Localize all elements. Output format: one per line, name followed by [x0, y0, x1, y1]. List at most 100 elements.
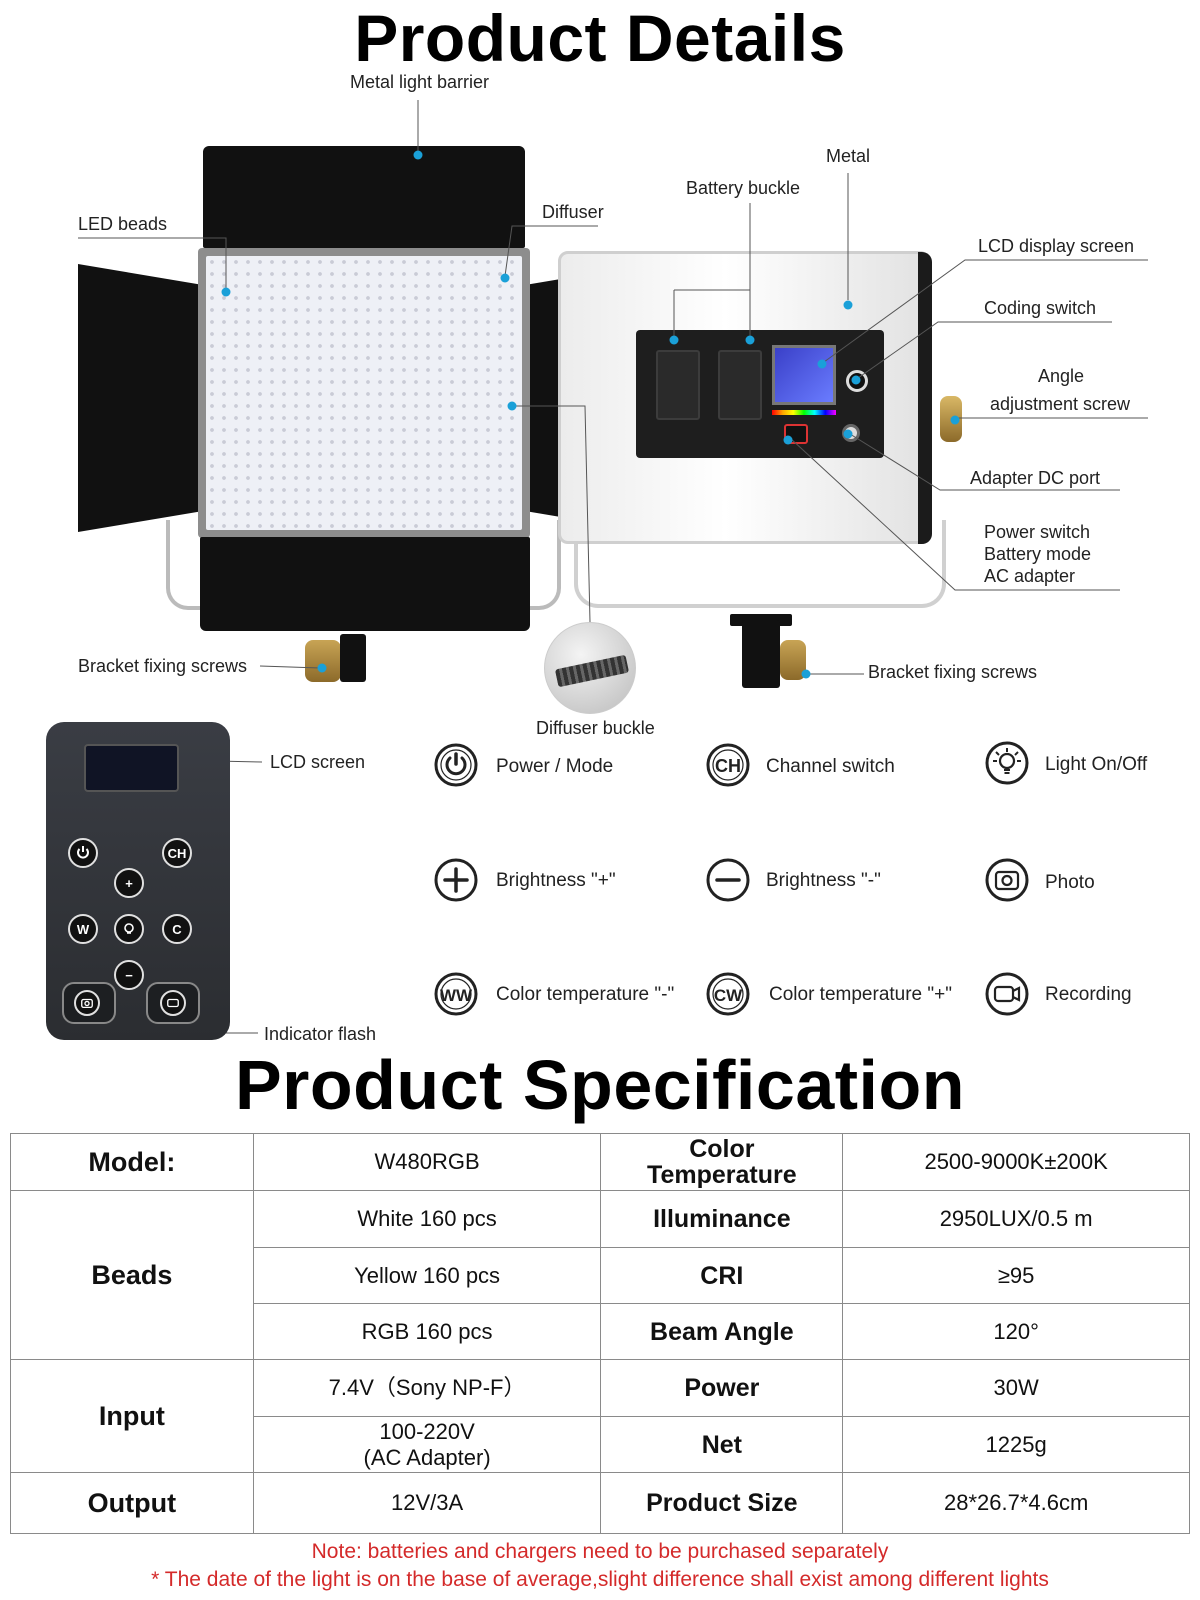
spec-input-ac-line2: (AC Adapter) — [363, 1444, 491, 1470]
spec-beam-angle-value: 120° — [842, 1303, 1190, 1360]
barn-door-bottom — [200, 537, 530, 631]
lcd-display — [772, 345, 836, 405]
callout-metal: Metal — [826, 146, 871, 166]
mount-stud-front — [340, 634, 366, 682]
back-bracket — [574, 520, 946, 608]
table-row: Model: W480RGB Color Temperature 2500-90… — [10, 1133, 1190, 1191]
spec-beads-yellow: Yellow 160 pcs — [252, 1247, 602, 1304]
remote-ch-button: CH — [162, 838, 192, 868]
barn-door-top — [203, 146, 525, 248]
spec-table: Model: W480RGB Color Temperature 2500-90… — [10, 1133, 1190, 1534]
spec-net-label: Net — [600, 1416, 844, 1473]
spec-size-value: 28*26.7*4.6cm — [842, 1472, 1190, 1534]
spec-illuminance-value: 2950LUX/0.5 m — [842, 1190, 1190, 1248]
legend-label-brightness-plus: Brightness "+" — [496, 870, 616, 891]
callout-power-line3: AC adapter — [984, 566, 1076, 586]
callout-power-line2: Battery mode — [984, 544, 1092, 564]
legend-label-brightness-minus: Brightness "-" — [766, 870, 881, 891]
battery-slot-1 — [656, 350, 700, 420]
legend-label-channel-switch: Channel switch — [766, 756, 895, 777]
spec-beads-white: White 160 pcs — [252, 1190, 602, 1248]
callout-diffuser-buckle: Diffuser buckle — [536, 718, 655, 738]
spec-model-label: Model: — [10, 1133, 254, 1191]
svg-text:WW: WW — [440, 986, 473, 1005]
camera-icon — [985, 858, 1029, 902]
note-disclaimer: * The date of the light is on the base o… — [151, 1568, 1049, 1591]
channel-ch-icon: CH — [706, 743, 750, 787]
callout-bracket-fixing-screws-right: Bracket fixing screws — [868, 662, 1038, 682]
legend-label-light-on-off: Light On/Off — [1045, 754, 1148, 775]
legend-label-recording: Recording — [1045, 984, 1132, 1005]
cw-icon: CW — [706, 972, 750, 1016]
spec-color-temp-label: Color Temperature — [600, 1133, 844, 1191]
callout-lcd-display-screen: LCD display screen — [978, 236, 1135, 256]
spec-beam-angle-label: Beam Angle — [600, 1303, 844, 1360]
ww-icon: WW — [434, 972, 478, 1016]
remote-video-icon — [160, 990, 186, 1016]
spec-net-value: 1225g — [842, 1416, 1190, 1473]
led-panel — [206, 256, 522, 530]
spec-input-battery: 7.4V（Sony NP-F） — [252, 1359, 602, 1417]
spec-color-temp-value: 2500-9000K±200K — [842, 1133, 1190, 1191]
rgb-indicator — [772, 410, 836, 415]
legend-label-color-temp-minus: Color temperature "-" — [496, 984, 675, 1005]
callout-led-beads: LED beads — [78, 214, 168, 234]
spec-power-value: 30W — [842, 1359, 1190, 1417]
spec-power-label: Power — [600, 1359, 844, 1417]
remote-camera-icon — [74, 990, 100, 1016]
bracket-knob-front — [305, 640, 341, 682]
remote-ww-button: W — [68, 914, 98, 944]
callout-lcd-screen: LCD screen — [270, 752, 366, 772]
minus-icon — [706, 858, 750, 902]
callout-metal-light-barrier: Metal light barrier — [350, 72, 490, 92]
callout-diffuser: Diffuser — [542, 202, 604, 222]
spec-color-temp-label-line2: Temperature — [647, 1161, 797, 1189]
spec-cri-label: CRI — [600, 1247, 844, 1304]
panel-back-edge — [918, 252, 932, 544]
spec-color-temp-label-line1: Color — [689, 1135, 755, 1163]
power-icon — [434, 743, 478, 787]
table-row: 100-220V (AC Adapter) Net 1225g — [11, 1416, 1190, 1473]
table-row: Beads White 160 pcs Illuminance 2950LUX/… — [10, 1190, 1190, 1360]
spec-model-value: W480RGB — [252, 1133, 602, 1191]
product-specification-title: Product Specification — [234, 1046, 966, 1124]
spec-output-value: 12V/3A — [252, 1472, 602, 1534]
spec-size-label: Product Size — [600, 1472, 844, 1534]
remote-power-icon — [68, 838, 98, 868]
svg-text:CW: CW — [714, 986, 743, 1005]
plus-icon — [434, 858, 478, 902]
callout-angle-line2: adjustment screw — [990, 394, 1131, 414]
callout-indicator-flash: Indicator flash — [264, 1024, 377, 1044]
callout-coding-switch: Coding switch — [984, 298, 1097, 318]
remote-light-bulb-icon — [114, 914, 144, 944]
callout-angle-line1: Angle — [1038, 366, 1085, 386]
table-row: Output 12V/3A Product Size 28*26.7*4.6cm — [10, 1472, 1190, 1534]
remote-lcd-screen — [84, 744, 179, 792]
spec-illuminance-label: Illuminance — [600, 1190, 844, 1248]
callout-adapter-dc-port: Adapter DC port — [970, 468, 1101, 488]
svg-text:CH: CH — [715, 756, 741, 776]
callout-battery-buckle: Battery buckle — [686, 178, 801, 198]
callout-power-line1: Power switch — [984, 522, 1091, 542]
remote-cw-button: C — [162, 914, 192, 944]
battery-slot-2 — [718, 350, 762, 420]
remote-minus-button: − — [114, 960, 144, 990]
callout-bracket-fixing-screws-left: Bracket fixing screws — [78, 656, 248, 676]
table-row: Input 7.4V（Sony NP-F） Power 30W — [10, 1359, 1190, 1473]
spec-cri-value: ≥95 — [842, 1247, 1190, 1304]
spec-beads-rgb: RGB 160 pcs — [252, 1303, 602, 1360]
spec-input-label: Input — [10, 1359, 254, 1473]
product-details-title: Product Details — [354, 1, 846, 75]
legend-label-photo: Photo — [1045, 872, 1095, 893]
remote-plus-button: + — [114, 868, 144, 898]
video-icon — [985, 972, 1029, 1016]
mount-stud-back — [742, 620, 780, 688]
note-batteries: Note: batteries and chargers need to be … — [311, 1540, 889, 1563]
light-bulb-icon — [985, 741, 1029, 785]
legend-label-color-temp-plus: Color temperature "+" — [769, 984, 952, 1005]
barn-door-left — [78, 264, 206, 532]
legend-label-power-mode: Power / Mode — [496, 756, 614, 777]
table-row: RGB 160 pcs Beam Angle 120° — [11, 1303, 1190, 1360]
spec-beads-label: Beads — [10, 1190, 254, 1360]
spec-input-ac-line1: 100-220V — [379, 1418, 475, 1444]
